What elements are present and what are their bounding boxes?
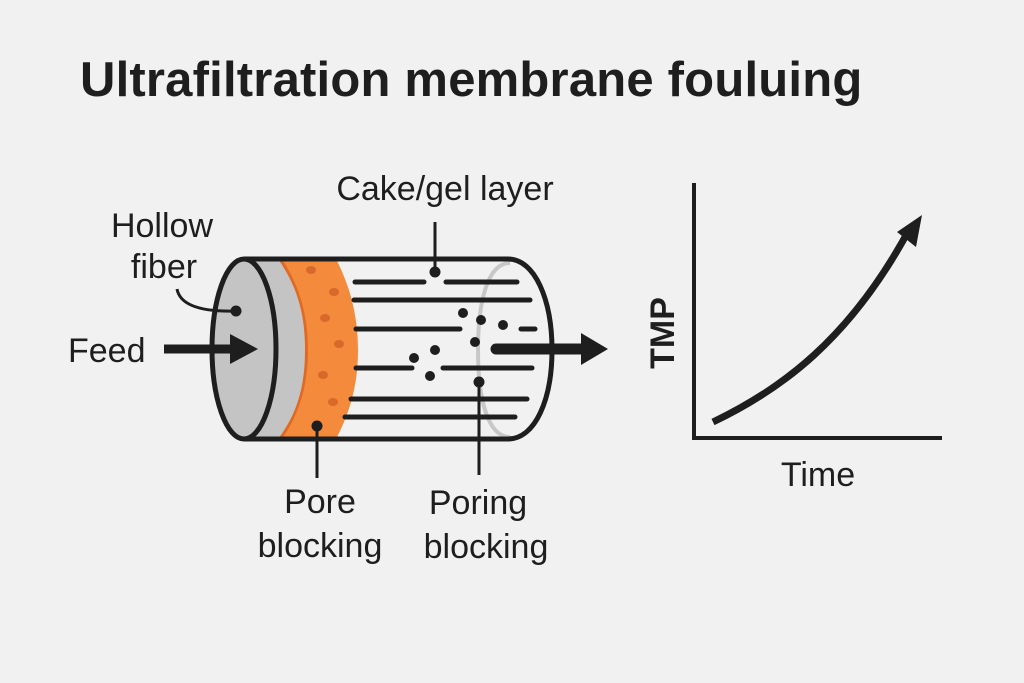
pore-blocking-label-line1: Pore	[284, 483, 356, 521]
diagram-title: Ultrafiltration membrane fouluing	[80, 53, 863, 107]
pore-blocking-label-line2: blocking	[258, 527, 383, 565]
cake-gel-leader	[429, 222, 441, 278]
y-axis-label: TMP	[644, 297, 682, 369]
pore-blocking-particles	[306, 266, 344, 406]
poring-blocking-leader	[473, 376, 485, 475]
cake-gel-layer-label: Cake/gel layer	[336, 170, 553, 208]
hollow-fiber-label-line2: fiber	[131, 248, 197, 286]
pore-blocking-leader	[311, 420, 323, 478]
x-axis-label: Time	[781, 456, 855, 494]
hollow-fiber-label-line1: Hollow	[111, 207, 213, 245]
tmp-trend-arrowhead	[897, 215, 922, 247]
poring-blocking-label-line2: blocking	[424, 528, 549, 566]
cylinder-inner-ring	[475, 261, 511, 439]
flow-lines	[342, 279, 538, 420]
tmp-time-graph: TMP Time	[644, 183, 942, 494]
feed-arrow	[164, 334, 258, 364]
outlet-arrow	[490, 333, 608, 365]
hollow-fiber-leader	[175, 288, 242, 317]
hollow-fiber-cylinder	[209, 256, 555, 442]
poring-blocking-label-line1: Poring	[429, 484, 527, 522]
foulant-particles	[409, 308, 508, 381]
pore-blocking-layer	[278, 259, 358, 439]
graph-axes	[692, 183, 942, 440]
feed-label: Feed	[68, 332, 146, 370]
tmp-trend-curve	[711, 226, 914, 426]
